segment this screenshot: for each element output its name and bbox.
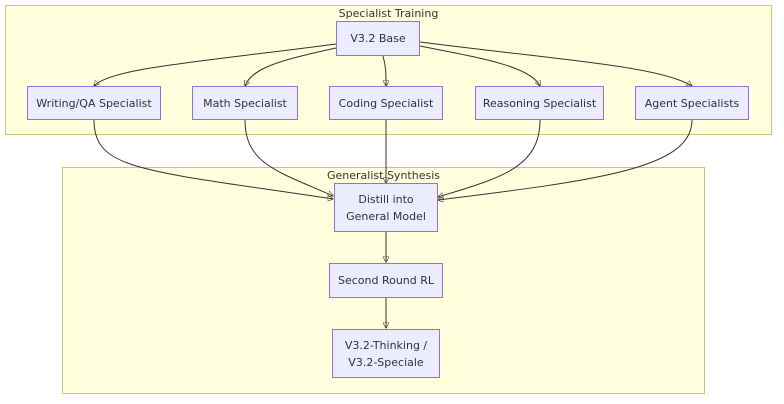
node-coding-specialist: Coding Specialist <box>329 86 443 120</box>
specialist-training-title: Specialist Training <box>338 7 439 20</box>
node-v32-thinking-speciale: V3.2-Thinking / V3.2-Speciale <box>332 329 440 378</box>
node-v32-base: V3.2 Base <box>336 21 420 56</box>
node-distill-general-model: Distill into General Model <box>334 183 438 232</box>
node-writing-qa-specialist: Writing/QA Specialist <box>27 86 161 120</box>
node-agent-specialists: Agent Specialists <box>635 86 749 120</box>
node-math-specialist: Math Specialist <box>192 86 298 120</box>
node-second-round-rl: Second Round RL <box>329 263 443 298</box>
node-reasoning-specialist: Reasoning Specialist <box>475 86 604 120</box>
generalist-synthesis-title: Generalist Synthesis <box>327 169 440 182</box>
